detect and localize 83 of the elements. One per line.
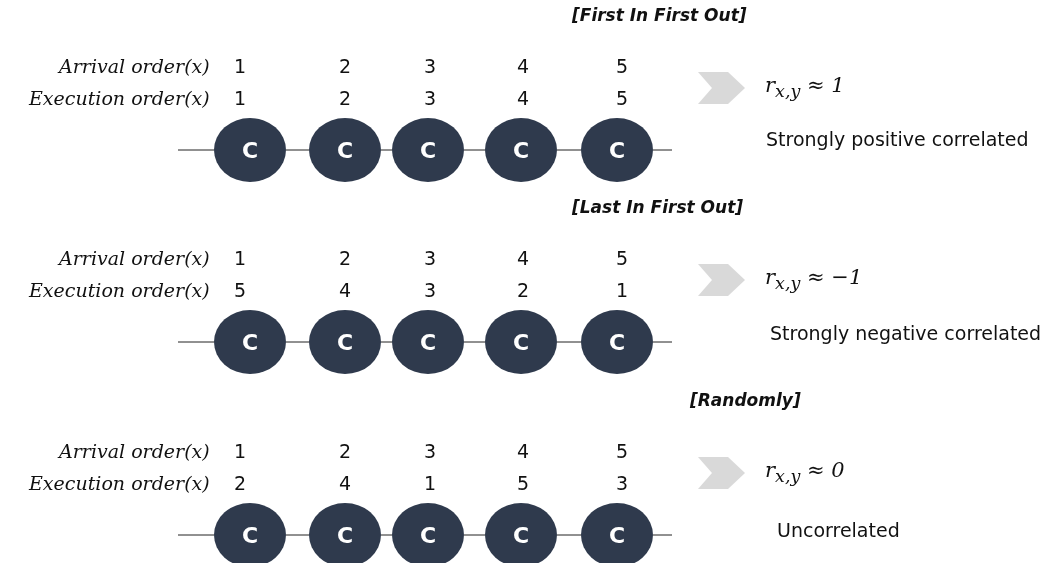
order-number: 1 — [234, 247, 247, 270]
order-number: 4 — [517, 55, 530, 78]
row-heading: Execution order(x) — [29, 279, 210, 302]
section-title: [First In First Out] — [572, 5, 747, 26]
correlation-description: Uncorrelated — [777, 519, 900, 542]
connector-line — [556, 149, 582, 151]
order-number: 4 — [339, 279, 352, 302]
correlation-formula: r$_{x,y}$ ≈ 1 — [765, 73, 845, 103]
order-number: 5 — [616, 55, 629, 78]
order-number: 1 — [234, 440, 247, 463]
correlation-formula: r$_{x,y}$ ≈ −1 — [765, 265, 863, 295]
node-letter: C — [608, 137, 626, 163]
connector-line — [652, 149, 673, 151]
node-letter: C — [241, 137, 259, 163]
order-number: 3 — [616, 472, 629, 495]
correlation-description: Strongly positive correlated — [766, 128, 1029, 151]
connector-line — [463, 534, 486, 536]
order-number: 1 — [616, 279, 629, 302]
node-letter: C — [608, 522, 626, 548]
order-number: 3 — [424, 87, 437, 110]
row-heading: Arrival order(x) — [59, 247, 210, 270]
node-letter: C — [241, 522, 259, 548]
node-letter: C — [336, 137, 354, 163]
node-letter: C — [419, 522, 437, 548]
node-letter: C — [241, 329, 259, 355]
row-heading: Arrival order(x) — [59, 55, 210, 78]
connector-line — [380, 149, 393, 151]
node-letter: C — [608, 329, 626, 355]
connector-line — [177, 534, 215, 536]
correlation-description: Strongly negative correlated — [770, 322, 1042, 345]
node-circle — [485, 503, 557, 563]
connector-line — [285, 534, 310, 536]
node-letter: C — [512, 522, 530, 548]
node-letter: C — [512, 329, 530, 355]
connector-line — [380, 534, 393, 536]
connector-line — [556, 534, 582, 536]
order-number: 1 — [234, 55, 247, 78]
connector-line — [652, 534, 673, 536]
connector-line — [285, 149, 310, 151]
node-circle — [392, 503, 464, 563]
order-number: 2 — [339, 247, 352, 270]
connector-line — [556, 341, 582, 343]
order-number: 5 — [616, 87, 629, 110]
order-number: 2 — [517, 279, 530, 302]
order-number: 1 — [234, 87, 247, 110]
correlation-formula: r$_{x,y}$ ≈ 0 — [765, 458, 845, 488]
node-circle — [581, 503, 653, 563]
node-letter: C — [419, 137, 437, 163]
order-number: 2 — [339, 87, 352, 110]
node-circle — [309, 503, 381, 563]
row-heading: Execution order(x) — [29, 87, 210, 110]
order-number: 4 — [517, 440, 530, 463]
row-heading: Arrival order(x) — [59, 440, 210, 463]
node-letter: C — [336, 329, 354, 355]
order-number: 4 — [517, 87, 530, 110]
connector-line — [463, 341, 486, 343]
node-letter: C — [419, 329, 437, 355]
connector-line — [463, 149, 486, 151]
order-number: 4 — [517, 247, 530, 270]
order-number: 3 — [424, 247, 437, 270]
order-number: 5 — [616, 440, 629, 463]
section-title: [Last In First Out] — [572, 197, 744, 218]
connector-line — [177, 341, 215, 343]
order-number: 1 — [424, 472, 437, 495]
node-letter: C — [512, 137, 530, 163]
node-letter: C — [336, 522, 354, 548]
connector-line — [380, 341, 393, 343]
order-number: 4 — [339, 472, 352, 495]
connector-line — [177, 149, 215, 151]
connector-line — [652, 341, 673, 343]
order-number: 5 — [234, 279, 247, 302]
node-circle — [214, 503, 286, 563]
order-number: 5 — [517, 472, 530, 495]
connector-line — [285, 341, 310, 343]
order-number: 2 — [339, 440, 352, 463]
section-title: [Randomly] — [690, 390, 801, 411]
order-number: 3 — [424, 55, 437, 78]
order-number: 2 — [234, 472, 247, 495]
order-number: 3 — [424, 279, 437, 302]
order-number: 3 — [424, 440, 437, 463]
order-number: 5 — [616, 247, 629, 270]
order-number: 2 — [339, 55, 352, 78]
row-heading: Execution order(x) — [29, 472, 210, 495]
